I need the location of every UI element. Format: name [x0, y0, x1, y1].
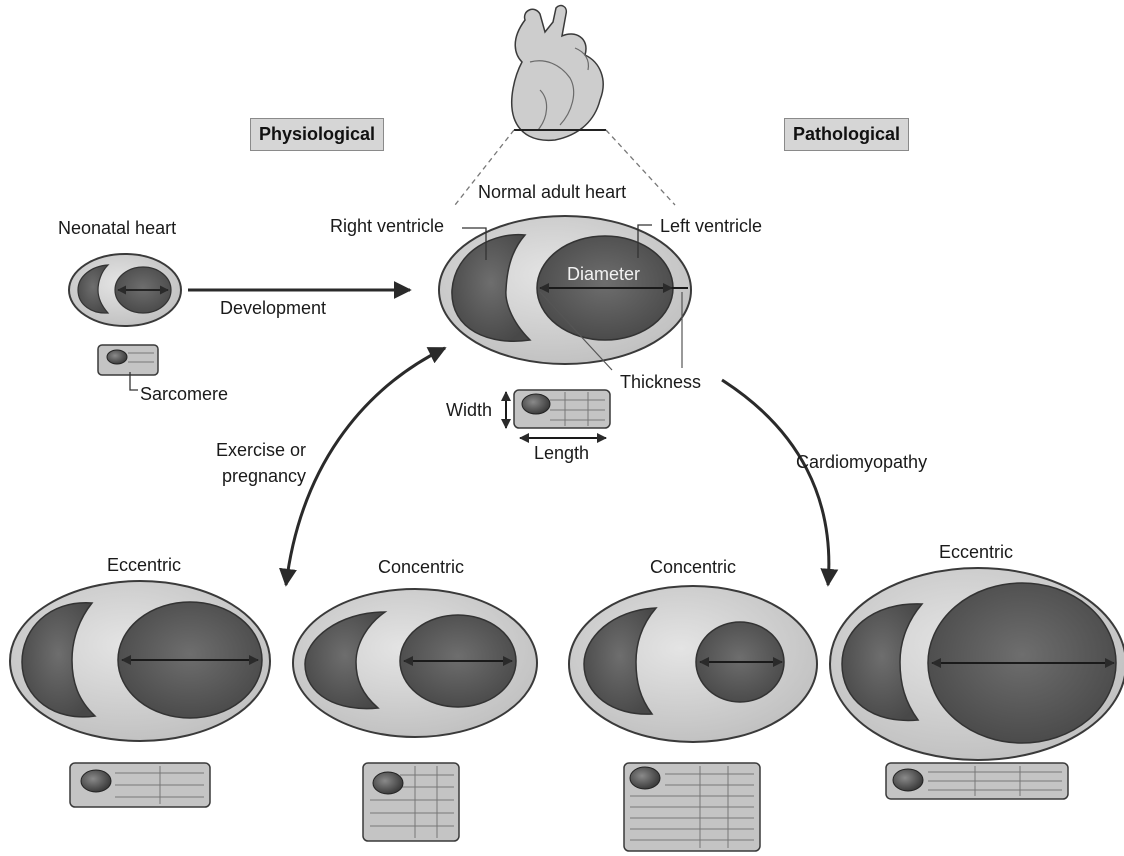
left-ventricle-label: Left ventricle	[660, 216, 763, 236]
thickness-label: Thickness	[620, 372, 702, 392]
neonatal-cardiomyocyte	[97, 344, 159, 376]
pathological-eccentric-heart	[829, 567, 1124, 761]
length-label: Length	[534, 443, 590, 463]
normal-heart-title: Normal adult heart	[478, 182, 627, 202]
whole-heart-illustration	[510, 4, 606, 142]
neonatal-heart-cross-section	[68, 253, 182, 327]
right-ventricle-leader	[462, 227, 487, 260]
pathological-concentric-title: Concentric	[649, 557, 737, 577]
right-ventricle-label: Right ventricle	[330, 216, 445, 236]
normal-heart-cross-section	[438, 215, 692, 365]
cardiomyopathy-arrow	[721, 378, 839, 587]
left-ventricle-leader	[637, 224, 652, 258]
exercise-arrow	[279, 346, 447, 587]
physiological-concentric-title: Concentric	[377, 557, 465, 577]
physiological-eccentric-cardiomyocyte	[69, 762, 211, 808]
physiological-concentric-heart	[292, 588, 538, 738]
normal-cardiomyocyte	[513, 389, 611, 429]
thickness-leader-left	[539, 291, 613, 371]
pathological-concentric-heart	[568, 585, 818, 743]
width-label: Width	[446, 400, 493, 420]
projection-line-right	[605, 129, 676, 206]
diameter-label: Diameter	[567, 264, 641, 284]
physiological-eccentric-heart	[9, 580, 271, 742]
pathological-tag: Pathological	[784, 118, 910, 151]
physiological-eccentric-title: Eccentric	[106, 555, 182, 575]
sarcomere-leader	[129, 372, 138, 391]
cardiomyopathy-label: Cardiomyopathy	[796, 452, 928, 472]
sarcomere-label: Sarcomere	[140, 384, 229, 404]
pathological-eccentric-title: Eccentric	[938, 542, 1014, 562]
projection-line-left	[454, 129, 515, 206]
physiological-tag: Physiological	[250, 118, 385, 151]
exercise-label-line2: pregnancy	[221, 466, 306, 486]
development-label: Development	[220, 298, 327, 318]
right-ventricle-chamber	[451, 233, 532, 342]
pathological-concentric-cardiomyocyte	[623, 762, 761, 852]
pathological-eccentric-cardiomyocyte	[885, 762, 1069, 800]
physiological-concentric-cardiomyocyte	[362, 762, 460, 842]
exercise-label-line1: Exercise or	[215, 440, 306, 460]
neonatal-heart-title: Neonatal heart	[58, 218, 177, 238]
